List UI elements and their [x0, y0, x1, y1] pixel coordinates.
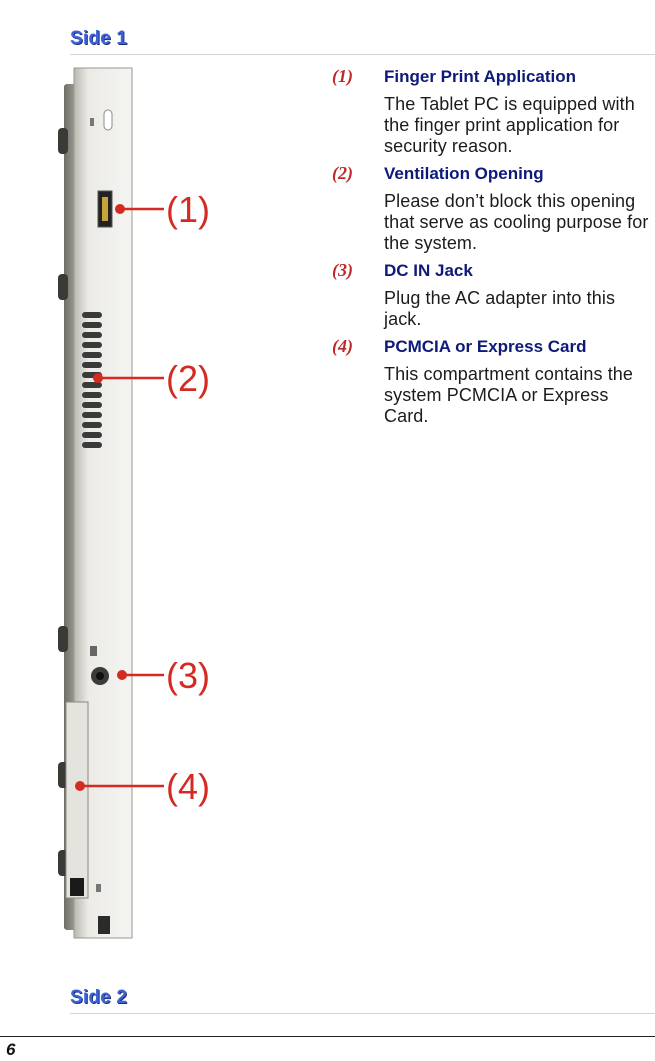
feature-item: (1) Finger Print Application The Tablet …	[332, 66, 652, 157]
feature-number: (1)	[332, 66, 353, 86]
section-divider	[70, 54, 655, 55]
feature-item: (4) PCMCIA or Express Card This compartm…	[332, 336, 652, 427]
feature-description: This compartment contains the system PCM…	[384, 364, 634, 426]
callout-1-label: (1)	[166, 189, 210, 230]
section-heading-side-1: Side 1	[70, 28, 128, 49]
feature-description: Plug the AC adapter into this jack.	[384, 288, 616, 329]
feature-number: (4)	[332, 336, 353, 356]
section-heading-side-2: Side 2	[70, 987, 128, 1008]
feature-description: The Tablet PC is equipped with the finge…	[384, 94, 635, 156]
section-divider	[70, 1013, 655, 1014]
feature-list: (1) Finger Print Application The Tablet …	[332, 66, 652, 433]
page-number: 6	[6, 1040, 16, 1059]
feature-item: (2) Ventilation Opening Please don’t blo…	[332, 163, 652, 254]
page-footer-rule	[0, 1036, 655, 1037]
feature-title: PCMCIA or Express Card	[384, 337, 587, 356]
callout-2-label: (2)	[166, 358, 210, 399]
feature-title: Ventilation Opening	[384, 164, 544, 183]
tablet-side-view-illustration: (1) (2) (3) (4)	[58, 67, 210, 939]
feature-title: DC IN Jack	[384, 261, 473, 280]
feature-title: Finger Print Application	[384, 67, 577, 86]
device-side-figure: (1) (2) (3) (4)	[40, 66, 240, 944]
feature-number: (3)	[332, 260, 353, 280]
feature-item: (3) DC IN Jack Plug the AC adapter into …	[332, 260, 652, 330]
callout-4-label: (4)	[166, 766, 210, 807]
callout-3-label: (3)	[166, 655, 210, 696]
feature-number: (2)	[332, 163, 353, 183]
feature-description: Please don’t block this opening that ser…	[384, 191, 649, 253]
